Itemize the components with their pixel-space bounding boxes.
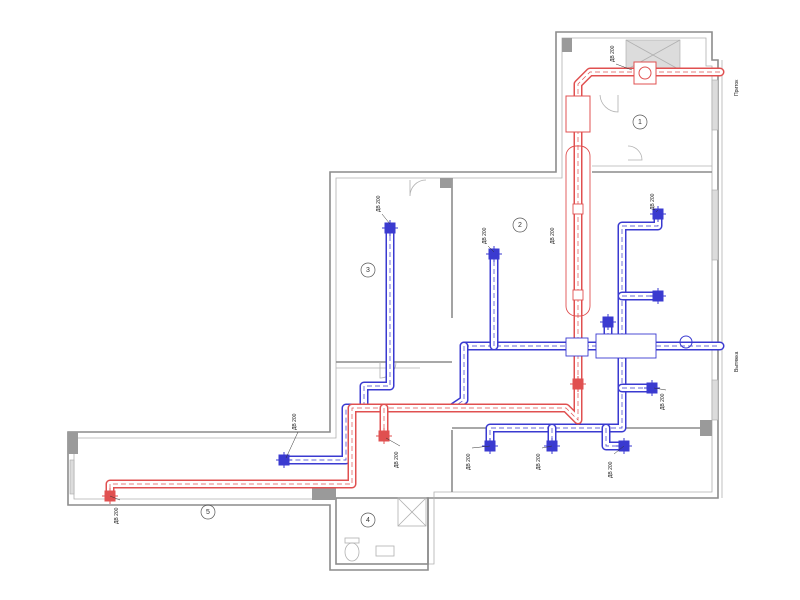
room-5-marker: 5: [200, 504, 216, 520]
exhaust-fan-icon: [679, 335, 693, 349]
room-4-number: 4: [366, 517, 370, 524]
grille-tag-1: ДВ 200: [610, 45, 616, 62]
room-2-number: 2: [518, 222, 522, 229]
silencer-long: [565, 145, 591, 317]
shaft-bottom: [397, 497, 427, 527]
exhaust-branch-room3-centerline: [363, 228, 391, 408]
toilet-tank: [344, 537, 360, 544]
column-2: [562, 38, 572, 52]
exhaust-branch-corridor-core: [281, 343, 467, 463]
column-1: [68, 432, 78, 454]
door-arc-1: [409, 179, 427, 197]
column-5: [312, 488, 336, 500]
room-2-marker: 2: [512, 217, 528, 233]
label-exhaust-out: Вытяжка: [734, 351, 740, 372]
exhaust-diffuser-2: [486, 246, 502, 262]
window-right-3: [711, 379, 719, 421]
leader-6: [109, 495, 121, 501]
door-arc-3: [599, 94, 619, 113]
equipment: [565, 61, 693, 359]
grille-tag-4: ДВ 200: [550, 227, 556, 244]
room-3-marker: 3: [360, 262, 376, 278]
toilet: [344, 542, 360, 562]
room-4-marker: 4: [360, 512, 376, 528]
grille-tag-10: ДВ 200: [608, 461, 614, 478]
grille-tag-8: ДВ 200: [466, 453, 472, 470]
grille-tag-2: ДВ 200: [376, 195, 382, 212]
window-right-1: [711, 79, 719, 131]
room-labels: 1 2 3 4 5: [200, 114, 648, 528]
grille-tag-12: ДВ 200: [394, 451, 400, 468]
supply-trunk-top-centerline: [109, 71, 720, 496]
leader-9: [613, 445, 625, 455]
supply-diffuser-13: [570, 376, 586, 392]
leader-3: [487, 245, 495, 253]
exhaust-branch-corridor-centerline: [284, 346, 465, 461]
exhaust-diffuser-10: [644, 380, 660, 396]
exhaust-branch-room2-top-core: [619, 211, 661, 349]
leader-1: [615, 63, 633, 71]
exhaust-branch-corridor-outline: [279, 341, 469, 465]
supply-diffuser-12: [376, 428, 392, 444]
leader-2: [381, 213, 391, 225]
leader-11: [385, 437, 401, 447]
exhaust-branch-lower-d-centerline: [605, 428, 624, 447]
junction-box: [565, 337, 589, 357]
exhaust-diffuser-1: [382, 220, 398, 236]
heater-block: [565, 95, 591, 133]
annotations: Приток Вытяжка ДВ 200 ДВ 200 ДВ 200 ДВ 2…: [109, 45, 740, 524]
door-arc-4: [627, 145, 643, 161]
exhaust-branch-room2-top-centerline: [621, 214, 659, 346]
exhaust-diffuser-6: [276, 452, 292, 468]
damper-2: [572, 289, 584, 301]
grille-tag-5: ДВ 200: [650, 193, 656, 210]
leader-4: [655, 209, 659, 213]
grille-tag-9: ДВ 200: [536, 453, 542, 470]
damper-1: [572, 203, 584, 215]
room-4-walls: [335, 497, 429, 565]
exhaust-diffuser-4: [650, 288, 666, 304]
label-intake: Приток: [734, 79, 740, 96]
shaft-b-x2: [397, 497, 427, 527]
room-5-number: 5: [206, 509, 210, 516]
supply-fan-unit: [633, 61, 657, 85]
column-4: [440, 178, 452, 188]
window-left: [69, 459, 75, 495]
supply-fan-icon: [638, 66, 652, 80]
room-3-number: 3: [366, 267, 370, 274]
exhaust-box: [595, 333, 657, 359]
window-right-2: [711, 189, 719, 261]
leader-5: [285, 431, 299, 459]
sink: [375, 545, 395, 557]
grille-tag-11: ДВ 200: [660, 393, 666, 410]
leader-8: [541, 445, 553, 449]
leader-10: [653, 387, 667, 391]
room-1-marker: 1: [632, 114, 648, 130]
leader-7: [471, 445, 491, 449]
grille-tag-7: ДВ 200: [114, 507, 120, 524]
room-1-number: 1: [638, 119, 642, 126]
outer-wall: [67, 31, 719, 571]
exhaust-diffuser-3: [650, 206, 666, 222]
exhaust-branch-room3-outline: [359, 223, 395, 413]
exhaust-branch-room2-top-outline: [617, 209, 663, 351]
exhaust-diffuser-5: [600, 314, 616, 330]
grille-tag-3: ДВ 200: [482, 227, 488, 244]
grille-tag-6: ДВ 200: [292, 413, 298, 430]
column-3: [700, 420, 712, 436]
